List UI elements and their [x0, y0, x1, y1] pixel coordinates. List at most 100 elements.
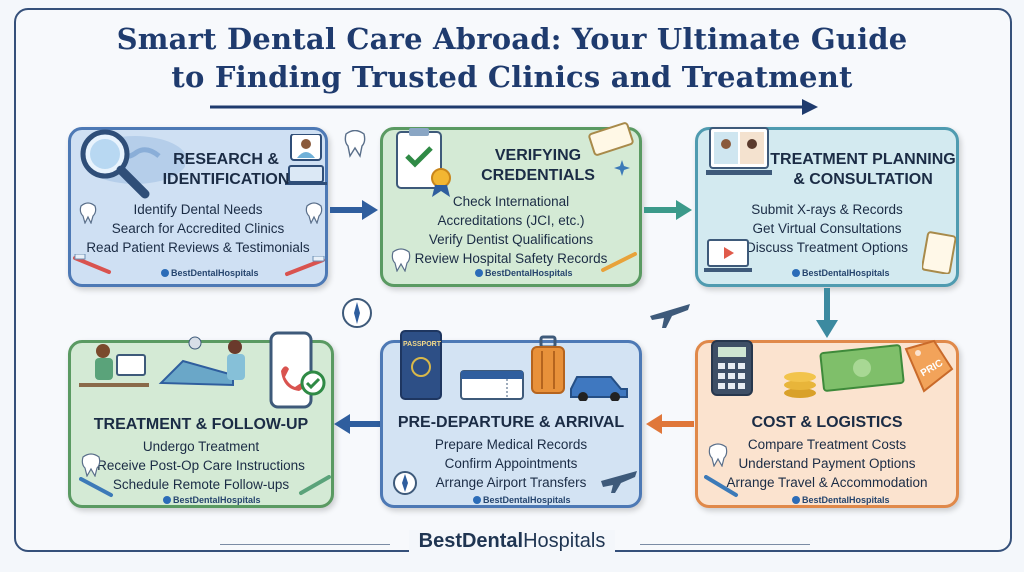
- step-card-research: RESEARCH & IDENTIFICATION Identify Denta…: [68, 127, 328, 287]
- toothbrush-icon: [285, 256, 325, 276]
- phone-checkup-icon: [269, 331, 326, 409]
- laptop-doctor-icon: [285, 134, 327, 185]
- brand-text: BestDentalHospitals: [171, 268, 259, 278]
- flow-arrow-2-to-3: [644, 200, 692, 220]
- banknotes-icon: [819, 344, 905, 392]
- step-items: Check International Accreditations (JCI,…: [383, 192, 639, 268]
- tooth-icon: [81, 453, 101, 477]
- flow-arrow-1-to-2: [330, 200, 378, 220]
- airplane-icon: [601, 471, 637, 493]
- step-items: Undergo Treatment Receive Post-Op Care I…: [71, 437, 331, 494]
- calculator-icon: [711, 340, 753, 396]
- step-items: Compare Treatment Costs Understand Payme…: [698, 435, 956, 492]
- heading-line: & CONSULTATION: [793, 171, 933, 188]
- coins-icon: [784, 372, 816, 398]
- car-icon: [570, 376, 628, 401]
- card-brand-label: BestDentalHospitals: [473, 495, 571, 505]
- toothbrush-icon: [73, 254, 111, 274]
- list-item: Identify Dental Needs: [133, 202, 263, 217]
- card-brand-label: BestDentalHospitals: [792, 268, 890, 278]
- heading-line: VERIFYING: [494, 147, 582, 164]
- footer-divider-right: [640, 544, 810, 545]
- video-call-laptop-icon: [706, 127, 772, 175]
- suitcase-icon: [531, 335, 565, 394]
- title-line-2: to Finding Trusted Clinics and Treatment: [171, 60, 853, 94]
- flow-arrow-5-to-4: [334, 414, 380, 434]
- step-items: Identify Dental Needs Search for Accredi…: [71, 200, 325, 257]
- checklist-clipboard-icon: [396, 128, 442, 189]
- step-heading: COST & LOGISTICS: [751, 414, 903, 431]
- heading-line: RESEARCH &: [173, 151, 279, 168]
- toothbrush-icon: [601, 252, 637, 272]
- award-medal-icon: [431, 168, 451, 197]
- airplane-icon: [650, 304, 690, 328]
- flow-arrow-3-to-6: [816, 288, 838, 338]
- step-card-verifying: VERIFYING CREDENTIALS Check Internationa…: [380, 122, 642, 287]
- step-heading: TREATMENT PLANNING & CONSULTATION: [768, 150, 958, 190]
- step-heading: PRE-DEPARTURE & ARRIVAL: [397, 414, 625, 431]
- footer-divider-left: [220, 544, 390, 545]
- step-card-treatment-planning: TREATMENT PLANNING & CONSULTATION Submit…: [695, 127, 959, 287]
- list-item: Read Patient Reviews & Testimonials: [86, 240, 310, 255]
- card-brand-label: BestDentalHospitals: [161, 268, 259, 278]
- magnifier-icon: [80, 129, 150, 199]
- toothbrush-icon: [79, 477, 113, 497]
- step-card-pre-departure: PASSPORT PRE-DEPARTURE & ARRIVAL Prepare…: [380, 330, 642, 508]
- list-item: Check International: [452, 194, 570, 209]
- list-item: Receive Post-Op Care Instructions: [97, 458, 305, 473]
- compass-icon: [393, 471, 417, 495]
- heading-line: IDENTIFICATION: [162, 171, 290, 188]
- brand-logo-icon: [792, 269, 800, 277]
- title-line-1: Smart Dental Care Abroad: Your Ultimate …: [116, 22, 908, 56]
- step-card-cost-logistics: PRIC COST & LOGISTICS Compare Treatment …: [695, 339, 959, 508]
- heading-line: TREATMENT PLANNING: [770, 151, 956, 168]
- list-item: Review Hospital Safety Records: [414, 251, 608, 266]
- list-item: Understand Payment Options: [738, 456, 916, 471]
- brand-text: BestDentalHospitals: [483, 495, 571, 505]
- flow-arrow-6-to-5: [646, 414, 694, 434]
- brand-logo-icon: [475, 269, 483, 277]
- step-heading: TREATMENT & FOLLOW-UP: [93, 416, 309, 433]
- list-item: Prepare Medical Records: [434, 437, 588, 452]
- page-title: Smart Dental Care Abroad: Your Ultimate …: [0, 20, 1024, 96]
- list-item: Confirm Appointments: [444, 456, 578, 471]
- list-item: Arrange Airport Transfers: [435, 475, 587, 490]
- step-items: Submit X-rays & Records Get Virtual Cons…: [698, 200, 956, 257]
- list-item: Arrange Travel & Accommodation: [726, 475, 928, 490]
- title-progress-arrow: [210, 99, 818, 115]
- footer-brand-bold: BestDental: [418, 530, 524, 552]
- step-card-treatment-followup: TREATMENT & FOLLOW-UP Undergo Treatment …: [68, 331, 334, 508]
- passport-icon: [400, 330, 442, 400]
- tooth-icon: [305, 202, 323, 224]
- compass-icon: [342, 298, 372, 328]
- toothbrush-icon: [704, 475, 738, 497]
- list-item: Compare Treatment Costs: [747, 437, 907, 452]
- list-item: Discuss Treatment Options: [745, 240, 909, 255]
- toothbrush-icon: [299, 475, 331, 495]
- certificate-scroll-icon: [588, 122, 634, 156]
- brand-logo-icon: [161, 269, 169, 277]
- tooth-icon: [708, 443, 728, 467]
- list-item: Schedule Remote Follow-ups: [112, 477, 290, 492]
- price-tag-icon: [904, 339, 954, 393]
- tooth-icon: [79, 202, 97, 224]
- brand-logo-icon: [163, 496, 171, 504]
- tooth-icon: [344, 130, 366, 158]
- passport-label: PASSPORT: [403, 341, 441, 348]
- tooth-icon: [391, 248, 411, 272]
- laptop-icon: [704, 239, 752, 272]
- clipboard-icon: [922, 231, 956, 274]
- list-item: Submit X-rays & Records: [751, 202, 903, 217]
- list-item: Accreditations (JCI, etc.): [437, 213, 585, 228]
- card-brand-label: BestDentalHospitals: [163, 495, 261, 505]
- list-item: Search for Accredited Clinics: [111, 221, 285, 236]
- step-heading: VERIFYING CREDENTIALS: [463, 146, 613, 186]
- footer-brand-regular: Hospitals: [523, 530, 606, 552]
- brand-logo-icon: [792, 496, 800, 504]
- list-item: Get Virtual Consultations: [752, 221, 902, 236]
- step-items: Prepare Medical Records Confirm Appointm…: [383, 435, 639, 492]
- list-item: Undergo Treatment: [142, 439, 260, 454]
- list-item: Verify Dentist Qualifications: [428, 232, 594, 247]
- brand-text: BestDentalHospitals: [173, 495, 261, 505]
- brand-text: BestDentalHospitals: [802, 495, 890, 505]
